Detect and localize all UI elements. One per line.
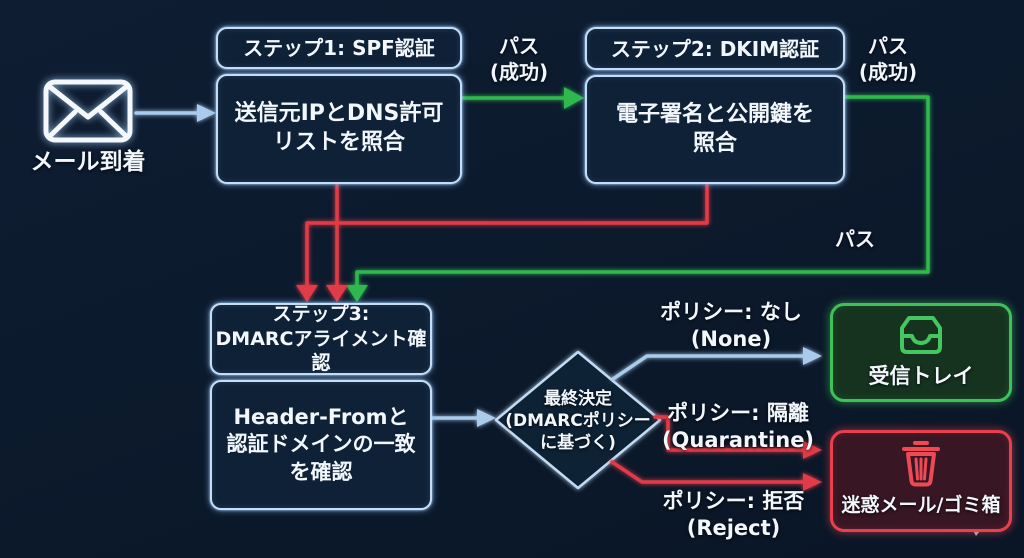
- step2-box: ステップ2: DKIM認証 電子署名と公開鍵を 照合: [585, 27, 845, 184]
- pass-label-3: パス: [835, 227, 875, 251]
- arrowhead-policy-none: [803, 347, 822, 365]
- arrow-policy-reject: [610, 460, 805, 484]
- pass1-line1: パス: [499, 34, 539, 58]
- policy-none-line2: (None): [690, 326, 772, 351]
- step1-body-line1: 送信元IPとDNS許可: [234, 101, 444, 127]
- arrowhead-step3-to-decision: [477, 409, 496, 427]
- arrow-step2-pass-to-step3: [355, 95, 930, 287]
- pass2-line2: (成功): [858, 59, 918, 84]
- step2-body-line1: 電子署名と公開鍵を: [615, 101, 814, 127]
- pass-label-1: パス (成功): [467, 34, 571, 85]
- arrowhead-step1-pass: [564, 87, 584, 109]
- step2-body-line2: 照合: [692, 130, 737, 156]
- step3-title-line2: DMARCアライメント確認: [215, 327, 427, 375]
- step3-title-line1: ステップ3:: [272, 302, 370, 325]
- decision-diamond: [494, 350, 662, 490]
- mail-label: メール到着: [30, 149, 146, 175]
- step3-title: ステップ3: DMARCアライメント確認: [210, 303, 432, 375]
- decision-line3: に基づく): [540, 433, 616, 454]
- policy-quarantine-line1: ポリシー: 隔離: [667, 401, 809, 425]
- policy-none-line1: ポリシー: なし: [660, 300, 802, 324]
- step3-body-line3: を確認: [289, 459, 353, 484]
- inbox-label: 受信トレイ: [868, 364, 974, 388]
- trash-icon: [902, 441, 940, 487]
- pass-label-2: パス (成功): [836, 34, 940, 85]
- envelope-icon: [43, 79, 133, 143]
- step1-box: ステップ1: SPF認証 送信元IPとDNS許可 リストを照合: [216, 27, 462, 184]
- arrowhead-policy-quarantine: [803, 441, 822, 459]
- arrow-policy-none: [611, 354, 805, 381]
- blue-flow-lines: [134, 104, 822, 427]
- step1-title: ステップ1: SPF認証: [216, 27, 462, 69]
- policy-quarantine-line2: (Quarantine): [661, 427, 815, 452]
- arrowhead-policy-reject: [803, 473, 822, 491]
- arrowhead-mail-to-step1: [197, 104, 216, 122]
- step3-body: Header-Fromと 認証ドメインの一致 を確認: [210, 380, 432, 510]
- policy-reject-label: ポリシー: 拒否 (Reject): [651, 488, 816, 542]
- trash-outcome-box: 迷惑メール/ゴミ箱: [830, 430, 1012, 532]
- red-fail-lines: [296, 184, 822, 491]
- arrow-policy-quarantine: [653, 415, 805, 452]
- arrowhead-step2-pass-to-step3: [346, 285, 368, 302]
- policy-quarantine-label: ポリシー: 隔離 (Quarantine): [653, 400, 823, 454]
- decision-line2: (DMARCポリシー: [505, 411, 651, 432]
- step1-body: 送信元IPとDNS許可 リストを照合: [216, 74, 462, 184]
- pass1-line2: (成功): [489, 59, 549, 84]
- decision-label: 最終決定 (DMARCポリシー に基づく): [493, 388, 663, 454]
- decision-line1: 最終決定: [544, 389, 612, 409]
- step2-title: ステップ2: DKIM認証: [585, 27, 845, 70]
- policy-reject-line1: ポリシー: 拒否: [662, 489, 805, 513]
- arrowhead-step1-fail: [326, 285, 348, 302]
- step3-body-line2: 認証ドメインの一致: [226, 432, 416, 457]
- trash-label: 迷惑メール/ゴミ箱: [841, 494, 1001, 516]
- pass2-line1: パス: [868, 34, 908, 58]
- inbox-icon: [900, 316, 942, 354]
- mail-group: [42, 78, 134, 148]
- inbox-outcome-box: 受信トレイ: [830, 303, 1012, 402]
- step3-body-line1: Header-Fromと: [233, 405, 409, 430]
- policy-reject-line2: (Reject): [686, 515, 781, 540]
- step2-body: 電子署名と公開鍵を 照合: [585, 75, 845, 184]
- policy-none-label: ポリシー: なし (None): [651, 299, 811, 353]
- green-pass-lines: [346, 87, 930, 302]
- arrowhead-step2-fail: [296, 285, 318, 302]
- step3-box: ステップ3: DMARCアライメント確認 Header-Fromと 認証ドメイン…: [210, 303, 432, 510]
- arrow-step2-fail: [305, 184, 709, 287]
- step1-body-line2: リストを照合: [272, 130, 405, 155]
